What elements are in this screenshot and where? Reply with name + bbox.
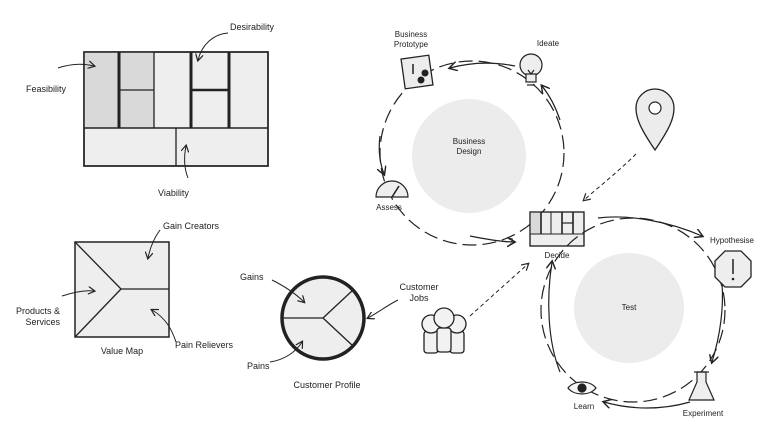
business-prototype-label: Business Prototype bbox=[393, 30, 429, 49]
business-design-loop bbox=[379, 60, 565, 245]
flask-icon bbox=[688, 371, 715, 401]
hypothesis-octagon-icon bbox=[714, 250, 752, 288]
business-design-center-label: Business Design bbox=[452, 137, 486, 156]
prototype-card-icon bbox=[400, 54, 434, 90]
customer-profile-title: Customer Profile bbox=[293, 380, 361, 390]
learn-label: Learn bbox=[573, 402, 595, 411]
gains-label: Gains bbox=[240, 272, 264, 282]
assess-label: Assess bbox=[376, 203, 402, 212]
decide-label: Decide bbox=[544, 251, 570, 260]
experiment-label: Experiment bbox=[682, 409, 724, 418]
pain-relievers-label: Pain Relievers bbox=[175, 340, 234, 350]
viability-label: Viability bbox=[158, 188, 189, 198]
test-center-label: Test bbox=[621, 303, 637, 312]
feasibility-label: Feasibility bbox=[25, 84, 66, 94]
gauge-icon bbox=[375, 180, 409, 198]
customer-jobs-label: Customer Jobs bbox=[399, 282, 439, 303]
decide-question-mark: ? bbox=[508, 237, 514, 246]
test-center bbox=[574, 253, 684, 363]
desirability-label: Desirability bbox=[230, 22, 275, 32]
business-design-center bbox=[412, 99, 526, 213]
products-services-label: Products & Services bbox=[15, 306, 60, 327]
business-model-canvas bbox=[57, 32, 269, 179]
customer-profile bbox=[269, 275, 399, 363]
value-map bbox=[61, 229, 177, 343]
feasibility-block bbox=[84, 52, 119, 128]
hypothesise-label: Hypothesise bbox=[709, 236, 755, 245]
value-map-title: Value Map bbox=[100, 346, 144, 356]
test-loop bbox=[540, 216, 726, 409]
gain-creators-label: Gain Creators bbox=[163, 221, 220, 231]
decide-canvas-icon bbox=[529, 211, 585, 247]
location-pin-icon bbox=[635, 88, 675, 152]
lightbulb-icon bbox=[519, 53, 543, 86]
customers-icon bbox=[421, 307, 467, 354]
ideate-label: Ideate bbox=[536, 39, 560, 48]
eye-icon bbox=[567, 381, 597, 395]
pains-label: Pains bbox=[247, 361, 270, 371]
